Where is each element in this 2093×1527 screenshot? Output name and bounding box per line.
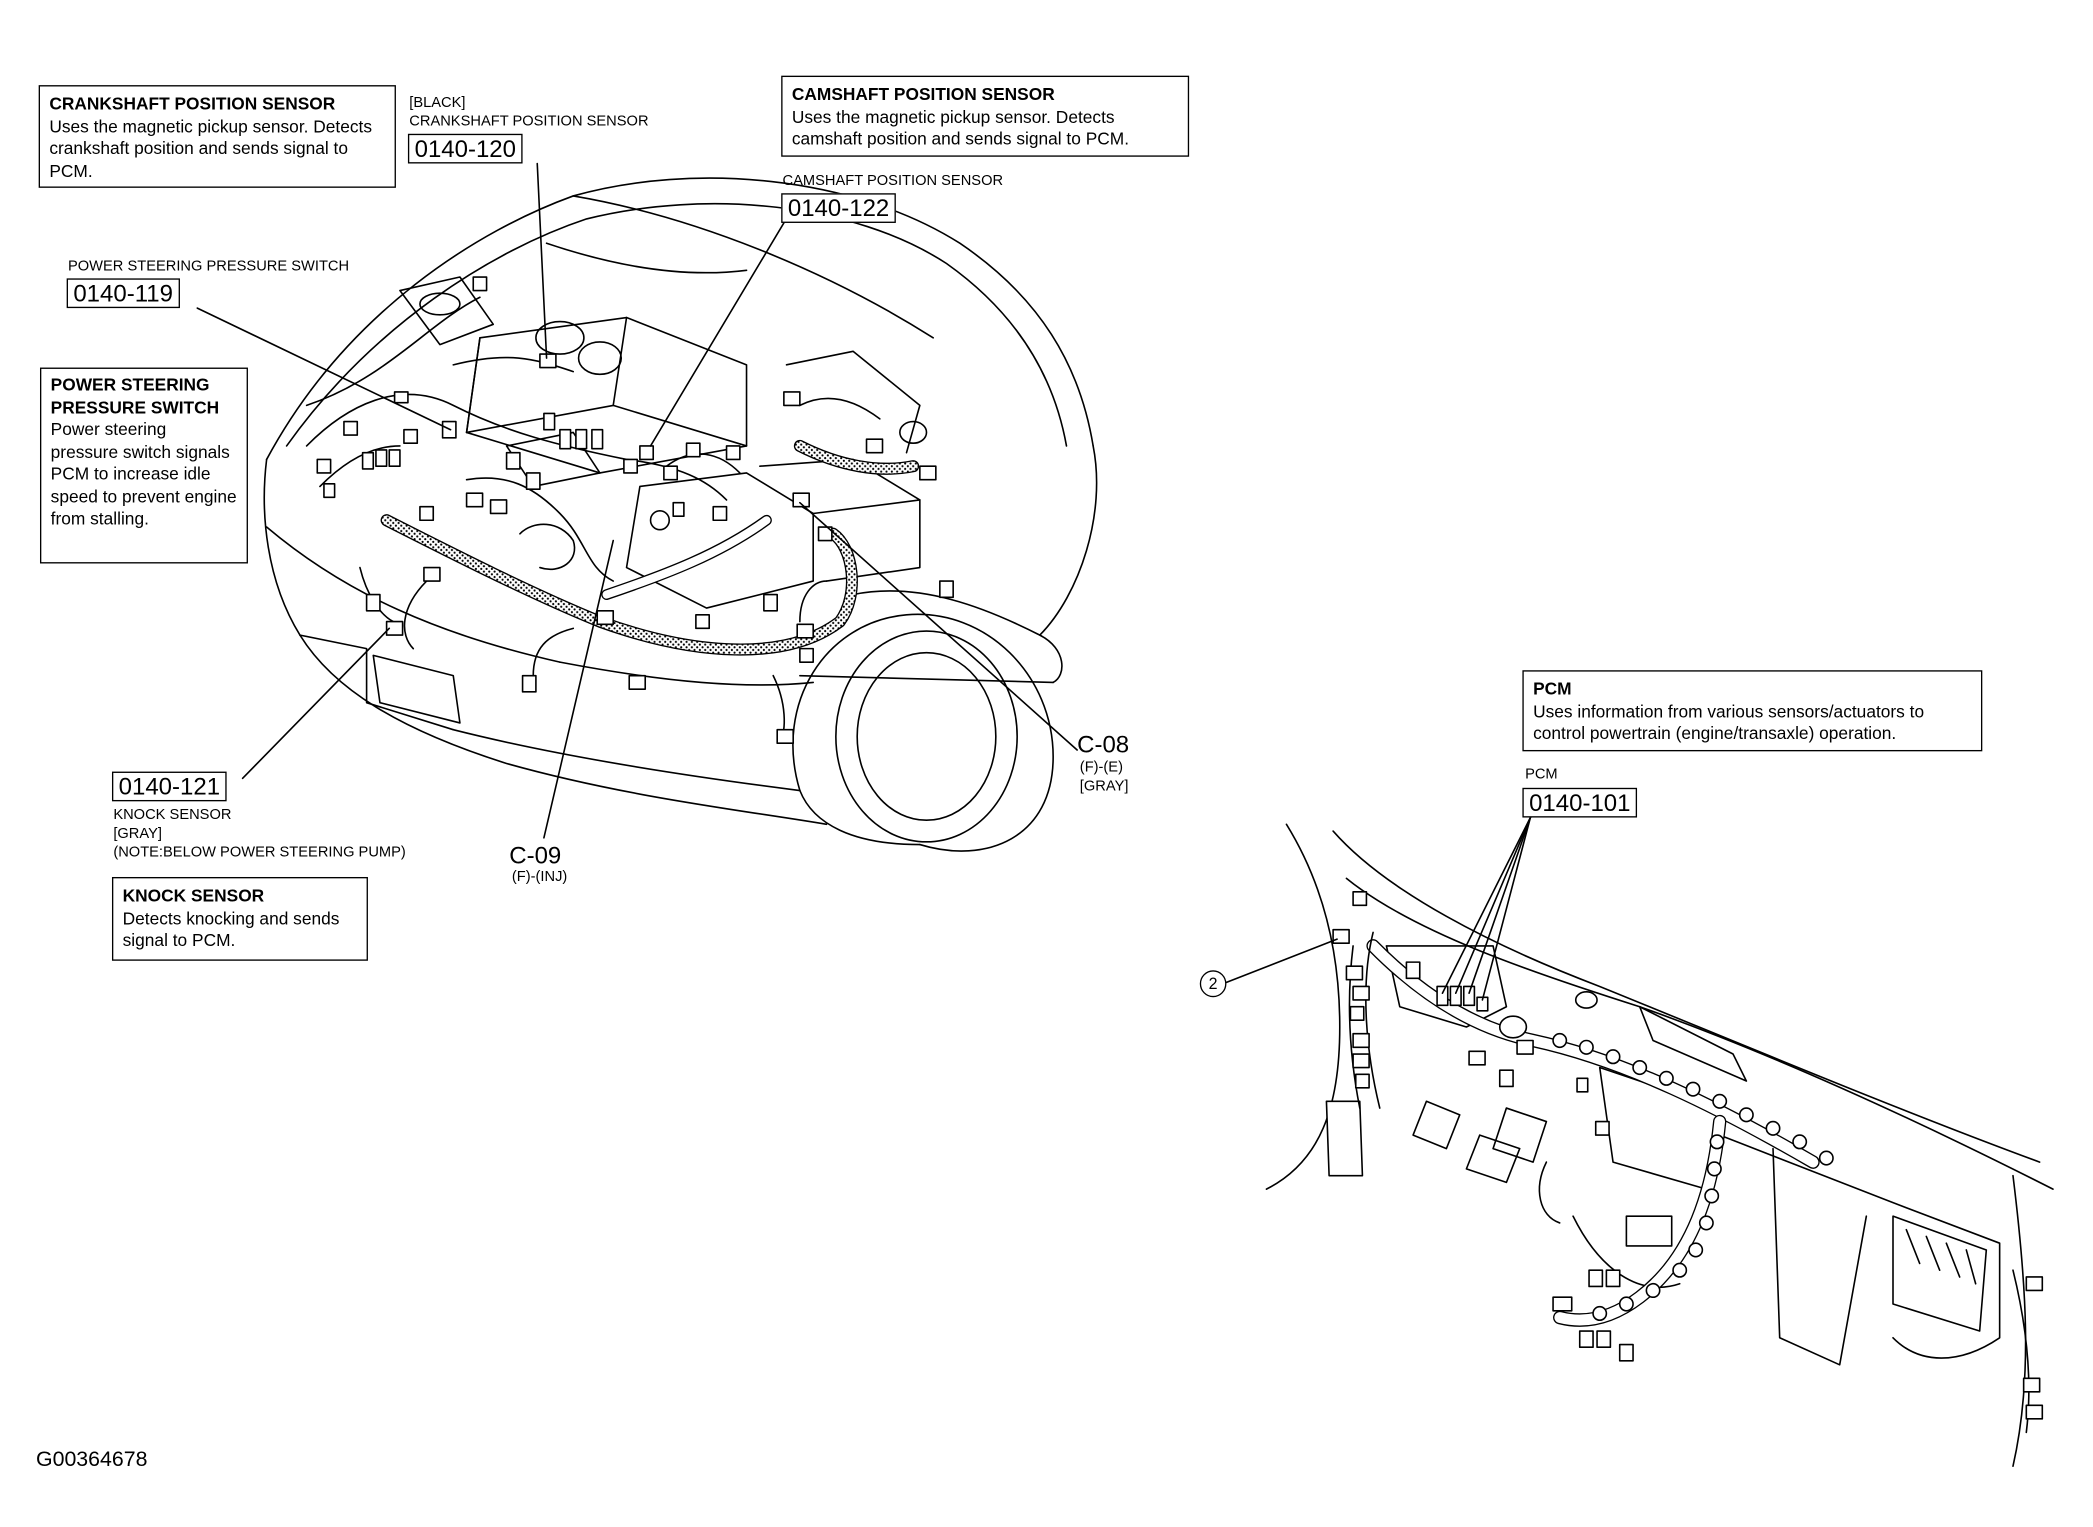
power-steering-switch-title: POWER STEERING PRESSURE SWITCH <box>50 374 220 417</box>
pcm-text: Uses information from various sensors/ac… <box>1533 700 1925 744</box>
figure-id: G00364678 <box>35 1448 148 1472</box>
power-steering-switch-code: 0140-119 <box>66 278 180 309</box>
dash-leader-lines <box>1225 816 1532 1001</box>
pcm-code: 0140-101 <box>1522 787 1638 818</box>
camshaft-sensor-code: 0140-122 <box>781 193 896 223</box>
crankshaft-sensor-code: 0140-120 <box>407 133 523 164</box>
connector-c09-id: C-09 <box>509 841 562 869</box>
knock-sensor-code: 0140-121 <box>111 771 227 802</box>
pcm-title: PCM <box>1533 678 1572 699</box>
power-steering-switch-description: POWER STEERING PRESSURE SWITCH Power ste… <box>39 367 248 564</box>
camshaft-sensor-description: CAMSHAFT POSITION SENSOR Uses the magnet… <box>781 75 1190 157</box>
dashboard-outline <box>1265 823 2054 1467</box>
crankshaft-sensor-color: [BLACK] <box>409 94 466 111</box>
crankshaft-sensor-title: CRANKSHAFT POSITION SENSOR <box>49 93 336 114</box>
knock-sensor-description: KNOCK SENSOR Detects knocking and sends … <box>111 876 368 961</box>
car-body-outline <box>263 177 1098 826</box>
knock-sensor-label: KNOCK SENSOR <box>113 806 232 823</box>
connector-c08-id: C-08 <box>1077 731 1130 759</box>
knock-sensor-text: Detects knocking and sends signal to PCM… <box>122 907 340 950</box>
dash-connectors <box>1332 891 2044 1420</box>
engine-connectors <box>316 276 954 745</box>
crankshaft-sensor-label: CRANKSHAFT POSITION SENSOR <box>409 113 649 130</box>
power-steering-switch-text: Power steering pressure switch signals P… <box>50 418 237 529</box>
knock-sensor-title: KNOCK SENSOR <box>122 885 265 906</box>
front-wheel <box>792 613 1054 852</box>
pcm-description: PCM Uses information from various sensor… <box>1522 670 1983 752</box>
camshaft-sensor-label: CAMSHAFT POSITION SENSOR <box>782 172 1004 190</box>
connector-c08-sub: (F)-(E) <box>1079 759 1123 776</box>
power-steering-switch-label: POWER STEERING PRESSURE SWITCH <box>67 258 350 275</box>
camshaft-sensor-title: CAMSHAFT POSITION SENSOR <box>791 83 1055 105</box>
wiring-harness <box>305 356 920 745</box>
callout-2: 2 <box>1199 970 1227 998</box>
pcm-label: PCM <box>1525 766 1558 783</box>
connector-c08-color: [GRAY] <box>1079 778 1129 795</box>
crankshaft-sensor-description: CRANKSHAFT POSITION SENSOR Uses the magn… <box>38 85 396 188</box>
dash-harness-rings <box>1552 1032 1834 1322</box>
camshaft-sensor-text: Uses the magnetic pickup sensor. Detects… <box>791 106 1130 149</box>
crankshaft-sensor-text: Uses the magnetic pickup sensor. Detects… <box>49 115 373 181</box>
knock-sensor-color: [GRAY] <box>113 825 162 842</box>
engine-leader-lines <box>196 162 1078 839</box>
knock-sensor-note: (NOTE:BELOW POWER STEERING PUMP) <box>113 844 406 861</box>
connector-c09-sub: (F)-(INJ) <box>511 868 568 886</box>
engine-block <box>399 276 928 609</box>
